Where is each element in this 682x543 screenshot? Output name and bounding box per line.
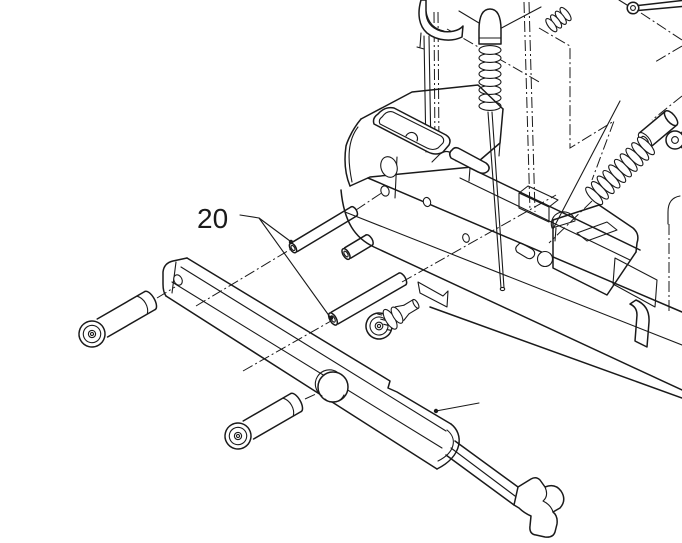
axis-line xyxy=(355,191,384,211)
detent-spring xyxy=(478,45,502,111)
axis-line xyxy=(651,95,682,121)
locking-pin-long-lower xyxy=(327,272,408,326)
axis-line xyxy=(640,12,682,41)
knurled-roller xyxy=(365,298,420,340)
pin-head xyxy=(78,320,106,348)
axis-line xyxy=(401,194,557,283)
assembly-axis-lines xyxy=(156,1,682,400)
detent-rod xyxy=(487,111,505,289)
flanged-pin-lower xyxy=(224,392,304,450)
right-end-cap xyxy=(665,130,682,150)
pivot-pin xyxy=(618,0,682,15)
axis-line xyxy=(528,1,536,213)
axis-line xyxy=(195,248,292,307)
callout-leader-line xyxy=(239,214,291,242)
slide-catch-rail xyxy=(162,257,460,470)
flanged-pin-left xyxy=(78,290,158,348)
locking-pin-long-upper xyxy=(288,205,359,254)
axis-line xyxy=(538,27,615,181)
leader-dot xyxy=(328,315,334,321)
locking-pin-short xyxy=(341,233,374,261)
callout-20: 20 xyxy=(197,203,334,321)
axis-line xyxy=(242,320,332,372)
axis-line xyxy=(446,28,542,84)
leader-dot xyxy=(288,239,294,245)
hook-arm xyxy=(445,440,565,538)
axis-line xyxy=(548,200,593,244)
axis-line xyxy=(156,286,176,299)
pin-head xyxy=(224,422,252,450)
pointer-line xyxy=(433,402,480,414)
axis-line xyxy=(654,45,682,63)
axis-line xyxy=(523,1,531,213)
top-spring xyxy=(545,6,572,33)
receiver-housing xyxy=(340,84,682,399)
rail-pivot-hole xyxy=(317,371,349,403)
right-coil-spring xyxy=(585,136,655,206)
detent-plunger xyxy=(478,8,506,292)
callout-leader-line xyxy=(258,217,331,318)
locking-pins xyxy=(288,205,408,326)
callout-label: 20 xyxy=(197,203,228,234)
